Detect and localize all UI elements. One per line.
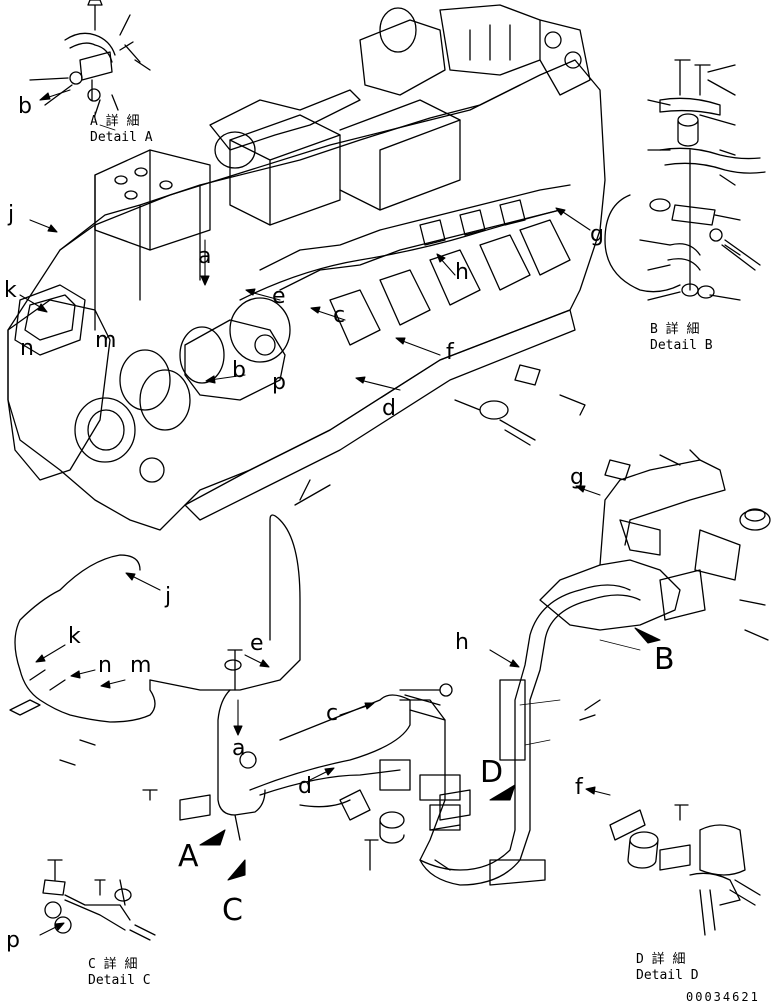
- callout-c: c: [333, 303, 346, 328]
- detail-pointer-d: D: [480, 755, 504, 790]
- part-number: 00034621: [686, 990, 760, 1004]
- callout-d2: d: [298, 774, 312, 799]
- callout-h: h: [455, 260, 469, 285]
- callout-n2: n: [98, 653, 112, 678]
- callout-b: b: [18, 94, 32, 119]
- caption-detail-b-en: Detail B: [650, 338, 713, 353]
- callout-f: f: [446, 340, 454, 365]
- detail-pointer-c: C: [222, 893, 243, 928]
- callout-a2: a: [232, 736, 246, 761]
- detail-pointer-b: B: [654, 642, 675, 677]
- detail-c-drawing: [42, 859, 156, 941]
- callout-j2: j: [165, 584, 172, 609]
- caption-detail-d-en: Detail D: [636, 968, 699, 983]
- callout-f2: f: [575, 775, 583, 800]
- callout-e: e: [272, 284, 286, 309]
- caption-detail-b: B 詳 細 Detail B: [650, 322, 713, 354]
- caption-detail-d-jp: D 詳 細: [636, 952, 686, 967]
- callout-a: a: [198, 244, 212, 269]
- leader-arrows: [19, 89, 661, 936]
- callout-k2: k: [68, 624, 81, 649]
- wiring-harness: [14, 459, 771, 886]
- callout-h2: h: [455, 630, 469, 655]
- caption-detail-a-en: Detail A: [90, 130, 153, 145]
- harness-fasteners: [9, 364, 769, 871]
- callout-e2: e: [250, 631, 264, 656]
- detail-leaders: [94, 111, 641, 746]
- caption-detail-b-jp: B 詳 細: [650, 322, 700, 337]
- callout-g: g: [590, 222, 604, 247]
- callout-m: m: [95, 328, 117, 353]
- callout-b2: b: [232, 358, 246, 383]
- detail-a-drawing: [29, 0, 151, 116]
- callout-p: p: [272, 370, 286, 395]
- callout-d: d: [382, 396, 396, 421]
- caption-detail-a-jp: A 詳 細: [90, 114, 140, 129]
- caption-detail-a: A 詳 細 Detail A: [90, 114, 153, 146]
- callout-p2: p: [6, 928, 20, 953]
- callout-k: k: [4, 278, 17, 303]
- callout-c2: c: [326, 701, 339, 726]
- caption-detail-c-en: Detail C: [88, 973, 151, 988]
- detail-d-drawing: [609, 804, 761, 936]
- callout-m2: m: [130, 653, 152, 678]
- engine-block: [7, 4, 606, 531]
- callout-j: j: [8, 202, 15, 227]
- detail-b-drawing: [604, 59, 766, 301]
- caption-detail-c-jp: C 詳 細: [88, 957, 138, 972]
- caption-detail-c: C 詳 細 Detail C: [88, 957, 151, 989]
- caption-detail-d: D 詳 細 Detail D: [636, 952, 699, 984]
- callout-g2: g: [570, 465, 584, 490]
- detail-pointer-a: A: [178, 839, 199, 874]
- callout-n: n: [20, 336, 34, 361]
